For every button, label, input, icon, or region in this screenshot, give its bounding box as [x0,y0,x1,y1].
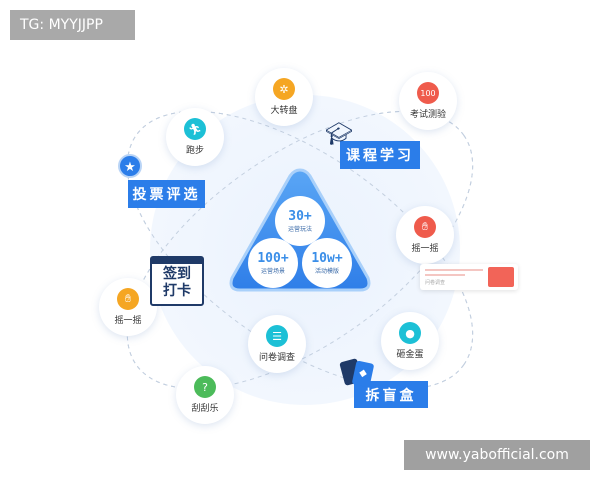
node-shake-right[interactable]: ✋︎ 摇一摇 [396,206,454,264]
watermark: www.yabofficial.com [404,440,590,470]
shake-hand-icon: ✋︎ [117,288,139,310]
scratch-card-icon: ? [194,376,216,398]
stat-label: 运营场景 [260,268,285,275]
node-golden-egg[interactable]: ● 砸金蛋 [381,312,439,370]
center-triangle: 30+ 运营玩法 100+ 运营场景 10w+ 活动模版 [228,166,372,294]
medal-star-icon: ★ [118,154,142,178]
node-label: 刮刮乐 [191,404,219,414]
node-shake-left[interactable]: ✋︎ 摇一摇 [99,278,157,336]
checkin-card[interactable]: 签到 打卡 [150,256,204,306]
wheel-icon: ✲ [273,78,295,100]
node-exam[interactable]: 100 考试测验 [399,72,457,130]
survey-icon: ☰ [266,325,288,347]
node-label: 大转盘 [270,106,298,116]
tag-voting[interactable]: 投票评选 [128,180,205,208]
survey-card-label: 问卷调查 [425,280,446,286]
stat-value: 30+ [288,209,312,224]
runner-icon: 🏃︎ [184,118,206,140]
shake-hand-icon: ✋︎ [414,216,436,238]
node-wheel[interactable]: ✲ 大转盘 [255,68,313,126]
stat-value: 100+ [257,251,289,266]
stat-scenarios: 100+ 运营场景 [248,238,298,288]
node-label: 砸金蛋 [396,350,424,360]
stat-templates: 10w+ 活动模版 [302,238,352,288]
stat-label: 活动模版 [314,268,339,275]
node-label: 考试测验 [409,110,446,120]
node-label: 摇一摇 [114,316,142,326]
node-label: 摇一摇 [411,244,439,254]
node-running[interactable]: 🏃︎ 跑步 [166,108,224,166]
overlay-label: TG: MYYJJPP [10,10,135,40]
stat-label: 运营玩法 [287,226,312,233]
checkin-line-1: 签到 [163,266,191,282]
survey-card-button [488,267,514,287]
survey-card: 问卷调查 [420,264,518,290]
graduation-cap-icon: 🎓︎ [325,122,353,147]
egg-icon: ● [399,322,421,344]
tag-course-learning[interactable]: 课程学习 [340,141,420,169]
node-survey[interactable]: ☰ 问卷调查 [248,315,306,373]
stat-play-modes: 30+ 运营玩法 [275,196,325,246]
node-label: 问卷调查 [258,353,295,363]
stat-value: 10w+ [311,251,343,266]
node-scratch[interactable]: ? 刮刮乐 [176,366,234,424]
node-label: 跑步 [185,146,204,156]
checkin-line-2: 打卡 [163,283,191,299]
exam-paper-icon: 100 [417,82,439,104]
